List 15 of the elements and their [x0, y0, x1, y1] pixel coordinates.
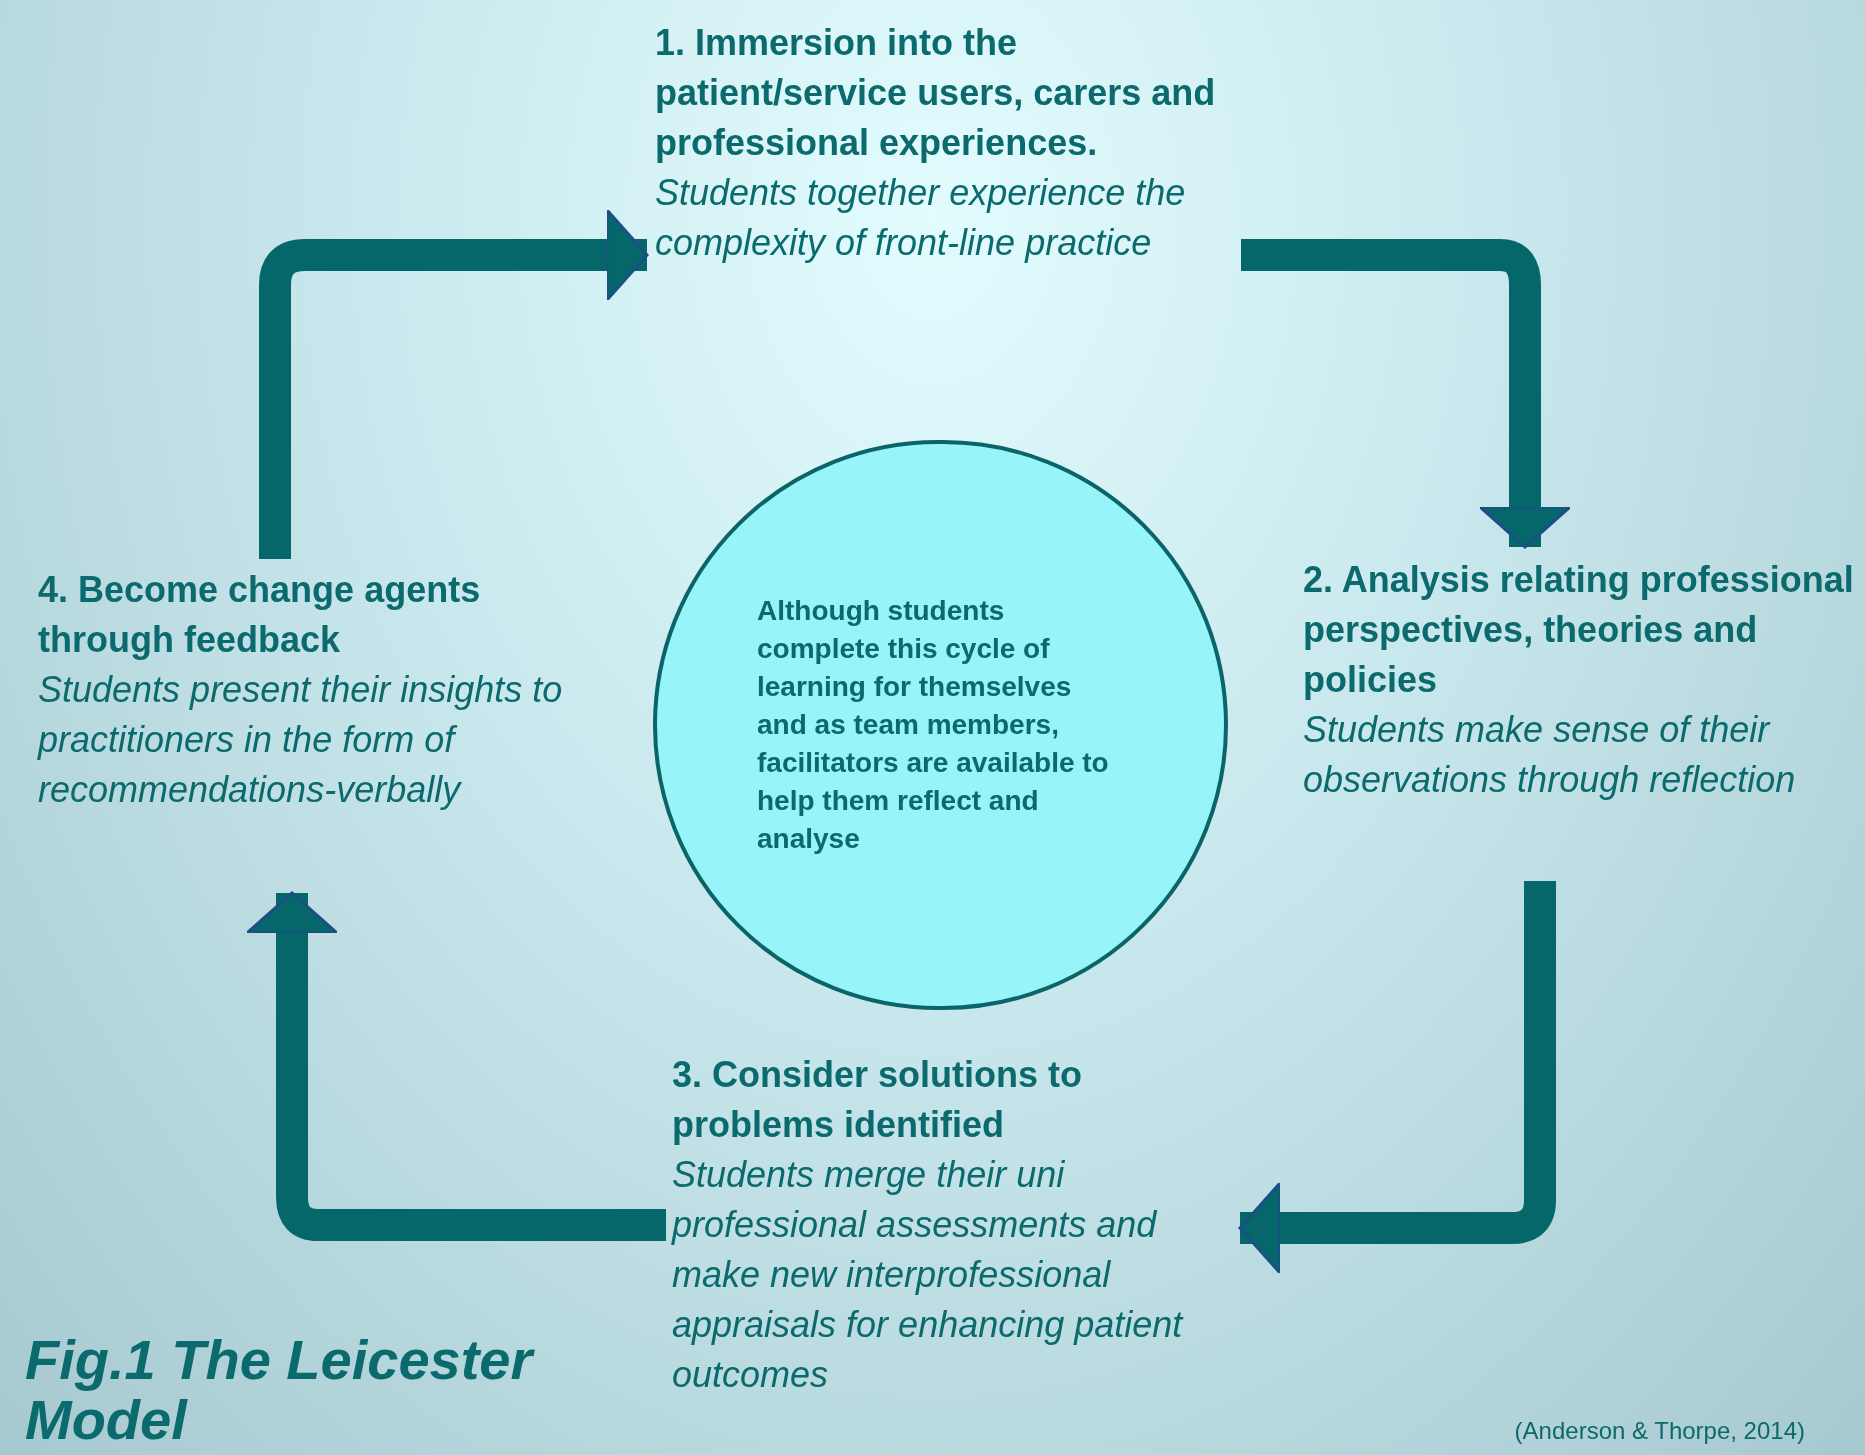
- stage-description: Students make sense of their observations through reflection: [1303, 708, 1797, 802]
- bent-arrow: [245, 891, 666, 1241]
- stage-heading: 2. Analysis relating professional perspectives, theories and policies: [1303, 558, 1855, 702]
- bent-arrow: [1241, 239, 1572, 549]
- stage-heading: 4. Become change agents through feedback: [38, 568, 482, 662]
- stage-description: Students present their insights to practitioners in the form of recommendations-verbally: [38, 668, 564, 812]
- bent-arrow: [259, 208, 649, 559]
- figure-title: Fig.1 The Leicester Model: [25, 1330, 536, 1450]
- stage-heading: 1. Immersion into the patient/service users, carers and professional experiences.: [655, 21, 1217, 165]
- circle-text: Although students complete this cycle of learning for themselves and as team members, facilitators are available to help them reflect and analyse: [757, 594, 1110, 856]
- stage-description: Students together experience the complexity of front-line practice: [655, 171, 1187, 265]
- bent-arrow: [1238, 881, 1556, 1275]
- citation: (Anderson & Thorpe, 2014): [1514, 1416, 1805, 1446]
- stage-description: Students merge their uni professional assessments and make new interprofessional appraisals for enhancing patient outcomes: [672, 1153, 1185, 1397]
- stage-heading: 3. Consider solutions to problems identified: [672, 1053, 1084, 1147]
